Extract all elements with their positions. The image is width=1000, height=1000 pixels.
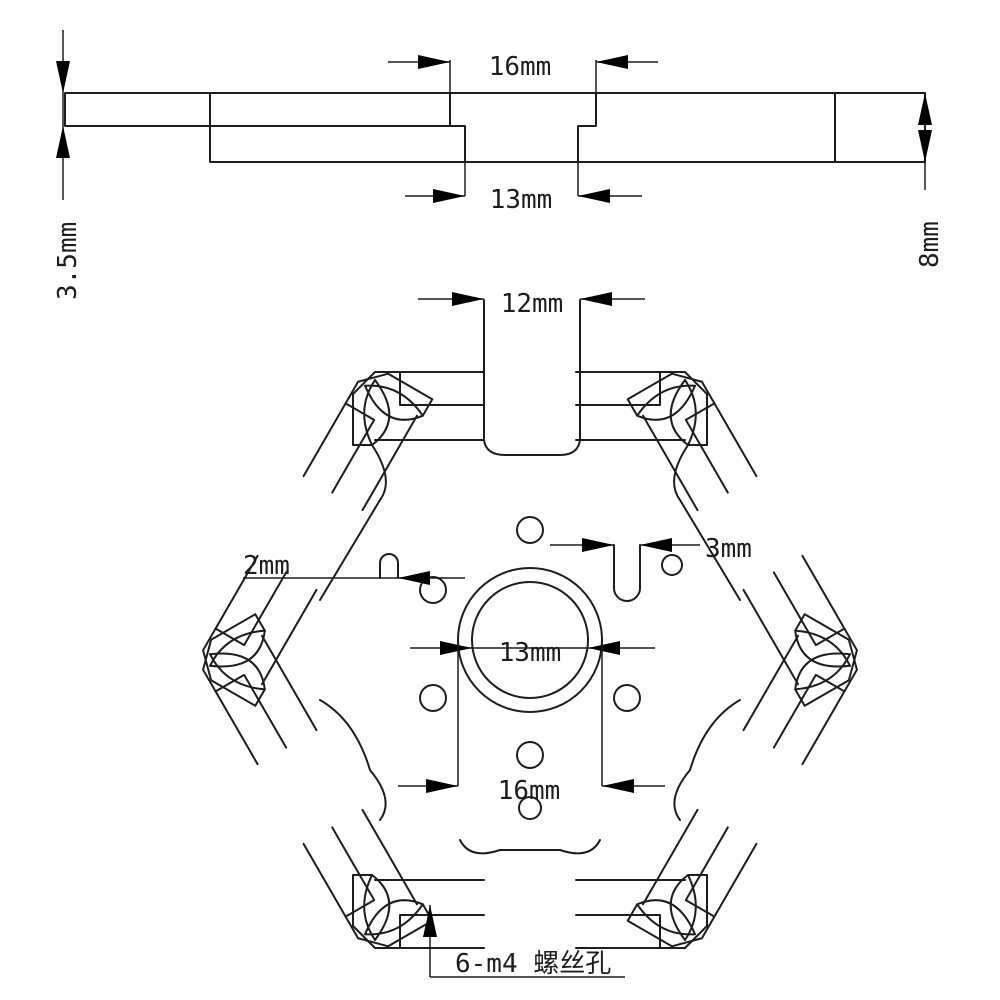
arrow-marker <box>918 93 932 125</box>
dim-label-thin-thickness: 3.5mm <box>53 222 83 300</box>
bolt-hole <box>419 684 447 712</box>
dim-small-hole: 2mm <box>243 551 465 585</box>
arrow-marker <box>418 55 450 69</box>
arrow-marker <box>588 641 620 655</box>
dim-total-thickness: 8mm <box>915 93 945 268</box>
arrow-marker <box>398 571 430 585</box>
top-slot <box>483 299 581 456</box>
dim-bore-inner: 13mm <box>410 638 655 668</box>
arrow-marker <box>578 189 610 203</box>
bolt-hole <box>419 576 447 604</box>
dim-slot-width: 12mm <box>418 289 645 319</box>
dim-thin-thickness: 3.5mm <box>53 30 83 300</box>
dim-label-slot-hole: 3mm <box>705 534 752 564</box>
arrow-marker <box>426 779 458 793</box>
arrow-marker <box>640 538 672 552</box>
bolt-hole <box>613 684 641 712</box>
arrow-marker <box>582 538 614 552</box>
arrow-marker <box>56 61 70 93</box>
plan-view: 12mm 3mm 2mm 13mm <box>191 289 869 979</box>
small-slot-hole <box>379 553 399 579</box>
dim-label-small-hole: 2mm <box>243 551 290 581</box>
side-step-line <box>209 92 836 163</box>
dim-label-step-width: 13mm <box>490 185 553 215</box>
dim-label-bore-inner: 13mm <box>499 638 562 668</box>
arrow-marker <box>602 779 634 793</box>
slotted-hole <box>613 544 641 602</box>
arrow-marker <box>580 292 612 306</box>
side-profile-outline <box>64 92 926 163</box>
arrow-marker <box>433 189 465 203</box>
arrow-marker <box>440 641 472 655</box>
dim-step-width: 13mm <box>405 162 642 215</box>
bolt-hole <box>516 516 544 544</box>
arrow-marker <box>596 55 628 69</box>
dim-top-width: 16mm <box>388 52 658 93</box>
dim-slot-hole: 3mm <box>550 534 752 564</box>
bolt-hole <box>518 796 542 820</box>
dim-label-top-width: 16mm <box>489 52 552 82</box>
arrow-marker <box>423 905 437 937</box>
side-view: 16mm 13mm 3.5mm 8mm <box>53 30 945 300</box>
arm-lower-left <box>191 613 434 959</box>
arrow-marker <box>56 126 70 158</box>
arrow-marker <box>452 292 484 306</box>
bolt-hole <box>661 554 683 576</box>
arm-upper-left <box>191 361 434 707</box>
arrow-marker <box>918 130 932 162</box>
dim-label-bore-outer: 16mm <box>498 776 561 806</box>
screw-hole-callout: 6-m4 螺丝孔 <box>423 905 625 979</box>
dim-label-total-thickness: 8mm <box>915 221 945 268</box>
screw-note: 6-m4 螺丝孔 <box>455 949 611 979</box>
hub-body-outline <box>319 444 741 855</box>
bore-inner-circle <box>471 581 589 699</box>
bolt-hole <box>516 741 544 769</box>
dim-label-slot-width: 12mm <box>501 289 564 319</box>
dim-bore-outer: 16mm <box>398 640 665 806</box>
